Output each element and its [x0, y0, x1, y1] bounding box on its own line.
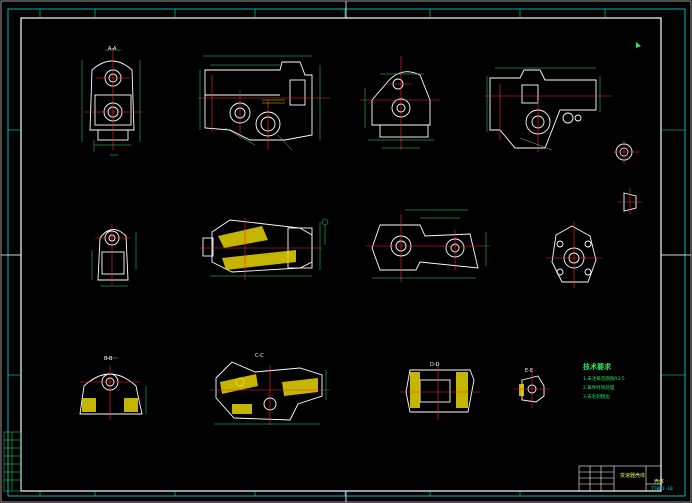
view-end-top — [360, 56, 440, 150]
drawing-frame — [20, 17, 662, 492]
detail-boss — [612, 140, 640, 164]
view-side-top — [198, 55, 330, 151]
note-title: 技术要求 — [583, 363, 611, 371]
detail-flange-small — [618, 188, 642, 214]
zone-ticks — [8, 9, 685, 496]
view-flange-face — [546, 222, 602, 288]
revision-strip — [3, 431, 22, 492]
view-section-long — [200, 218, 329, 280]
note-line-2: 2.铸件时效处理 — [583, 386, 615, 391]
title-block-part-name: 变速器壳体 — [620, 473, 646, 479]
note-line-3: 3.去毛刺锐边 — [583, 395, 610, 400]
view-front-top-left — [81, 48, 142, 156]
view-section-b — [79, 357, 147, 420]
technical-requirements-note: 技术要求 1.未注铸造圆角R3-5 2.铸件时效处理 3.去毛刺锐边 — [583, 362, 653, 402]
title-block — [578, 465, 662, 492]
view-detail-e — [514, 370, 550, 408]
zone-border — [7, 8, 686, 497]
note-line-1: 1.未注铸造圆角R3-5 — [583, 377, 625, 382]
title-block-title: 壳体 — [654, 479, 665, 485]
view-gear-housing — [366, 209, 490, 282]
view-section-c — [210, 361, 330, 425]
view-section-d — [400, 364, 480, 420]
orientation-arrow — [636, 42, 641, 48]
view-bearing-seat — [91, 224, 137, 287]
title-block-drawing-no: TT001-10 — [651, 487, 673, 492]
view-rear-top-right — [484, 67, 612, 152]
